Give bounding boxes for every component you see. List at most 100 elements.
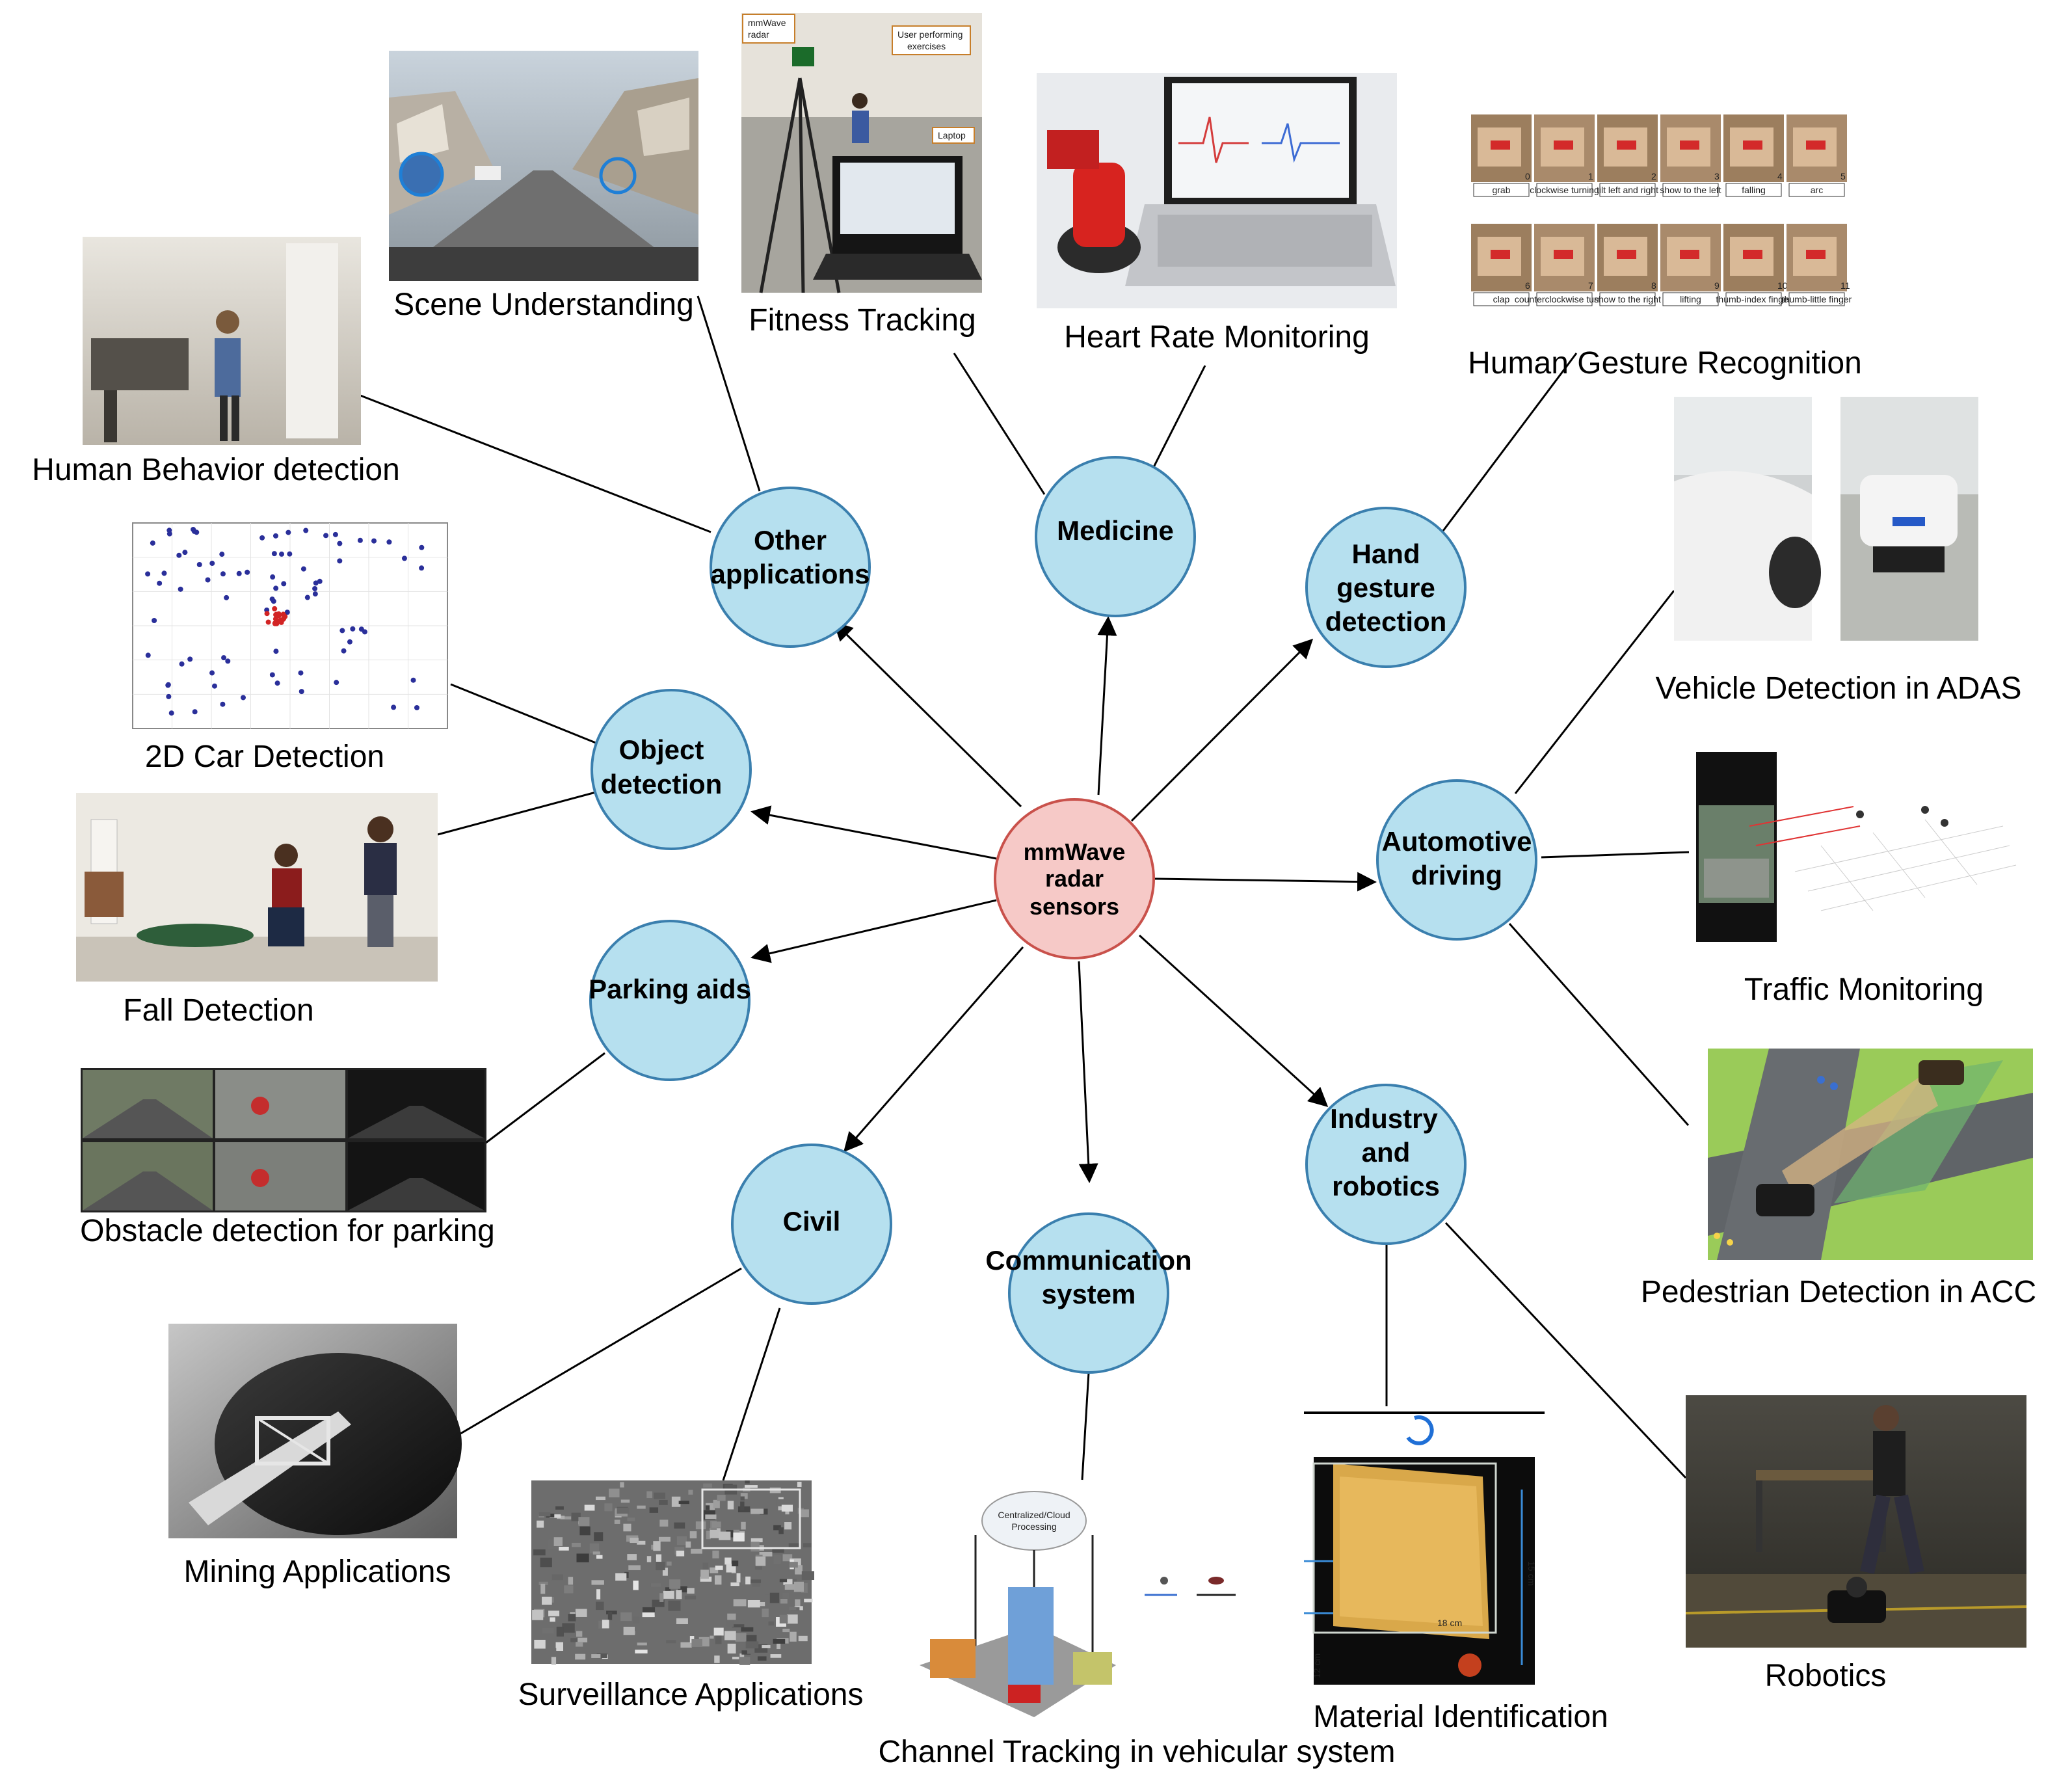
sar-block [700, 1576, 712, 1582]
gesture-label-box [1536, 292, 1593, 306]
plot-point-cluster [280, 617, 286, 622]
material-dim-height: 15 cm [1526, 1561, 1537, 1586]
plot-point [300, 566, 306, 572]
plot-point [179, 661, 185, 667]
sar-structure [701, 1488, 801, 1549]
node-parking-aids[interactable]: Parking aids [589, 920, 751, 1081]
sar-block [700, 1570, 709, 1579]
sar-block [727, 1613, 736, 1620]
sar-block [532, 1610, 544, 1620]
node-hand-gesture-detection[interactable]: Hand gesture detection [1305, 507, 1467, 668]
sar-block [624, 1572, 629, 1579]
sar-block [602, 1620, 609, 1629]
sar-block [783, 1579, 793, 1585]
line-civil-to-mining [457, 1267, 742, 1437]
sar-block [550, 1617, 555, 1622]
sar-block [542, 1596, 552, 1605]
fitness-radar-annotation-2: radar [748, 29, 769, 40]
plot-point [259, 535, 265, 541]
node-other-applications[interactable]: Other applications [710, 487, 871, 648]
sar-block [668, 1600, 681, 1611]
line-automotive-to-traffic [1541, 851, 1690, 859]
sar-block [745, 1576, 751, 1585]
line-object-to-fall [437, 791, 596, 836]
sar-block [653, 1541, 661, 1551]
sar-block [750, 1508, 764, 1514]
sar-block [762, 1644, 771, 1648]
sar-block [732, 1560, 739, 1567]
sar-block [646, 1491, 653, 1499]
sar-block [635, 1650, 648, 1653]
node-medicine[interactable]: Medicine [1035, 456, 1196, 617]
traffic-monitoring-image [1696, 752, 2030, 942]
plot-point [323, 533, 329, 539]
channel-tracking-image: Centralized/Cloud Processing [920, 1491, 1236, 1717]
node-hand-gesture-line-1: Hand [1352, 539, 1420, 569]
pedestrian-detection-caption: Pedestrian Detection in ACC [1641, 1275, 2036, 1309]
plot-point [386, 539, 392, 545]
category-nodes: Other applications Medicine Hand gesture… [589, 456, 1537, 1374]
sar-block [746, 1635, 757, 1644]
plot-point [209, 561, 215, 567]
sar-block [676, 1618, 688, 1624]
sar-block [646, 1556, 652, 1562]
sar-block [680, 1642, 692, 1648]
sar-block [778, 1497, 784, 1501]
sar-block [801, 1571, 815, 1581]
sar-block [665, 1587, 671, 1592]
node-parking-aids-line-1: Parking aids [589, 974, 751, 1004]
plot-point-cluster [273, 612, 279, 618]
plot-point [219, 552, 225, 557]
node-object-detection[interactable]: Object detection [591, 689, 752, 850]
node-industry-and-robotics[interactable]: Industry and robotics [1305, 1084, 1467, 1245]
sar-block [773, 1639, 786, 1644]
sar-block [788, 1543, 800, 1549]
plot-point [341, 648, 347, 654]
node-communication-system[interactable]: Communication system [985, 1212, 1192, 1374]
sar-block [782, 1628, 790, 1633]
gesture-label: falling [1742, 185, 1766, 195]
node-automotive-driving[interactable]: Automotive driving [1376, 779, 1537, 941]
sar-block [592, 1551, 600, 1555]
sar-block [713, 1499, 720, 1508]
node-civil[interactable]: Civil [731, 1144, 892, 1305]
node-mmwave-radar-sensors[interactable]: mmWave radar sensors [994, 798, 1155, 959]
sar-block [784, 1522, 792, 1530]
line-civil-to-surveillance [722, 1307, 781, 1481]
node-object-detection-line-1: Object [619, 734, 704, 765]
sar-block [678, 1586, 687, 1593]
plot-point [317, 578, 323, 584]
car-detection-caption: 2D Car Detection [145, 740, 384, 774]
sar-block [650, 1583, 661, 1587]
sar-block [691, 1639, 702, 1647]
sar-block [781, 1505, 793, 1512]
arrow-to-communication [1078, 961, 1098, 1183]
plot-point [166, 531, 172, 537]
line-medicine-to-fitness [953, 353, 1046, 495]
plot-point [357, 537, 363, 543]
sar-block [596, 1555, 603, 1559]
sar-block [741, 1627, 754, 1632]
sar-block [623, 1523, 631, 1532]
plot-point [145, 652, 151, 658]
sar-block [627, 1554, 637, 1560]
plot-point-cluster [272, 606, 278, 611]
arrow-to-other-applications [832, 621, 1022, 808]
plot-point [304, 595, 310, 600]
gesture-number: 1 [1588, 171, 1593, 181]
gesture-number: 5 [1840, 171, 1846, 181]
gesture-number: 0 [1525, 171, 1530, 181]
node-medicine-line-1: Medicine [1057, 515, 1174, 546]
sar-block [568, 1577, 574, 1585]
plot-point [196, 562, 202, 568]
sar-block [705, 1514, 717, 1519]
sar-block [703, 1483, 712, 1488]
sar-block [550, 1514, 561, 1518]
center-label-line-2: radar [1045, 865, 1104, 892]
sar-block [732, 1656, 739, 1660]
plot-point [337, 541, 343, 546]
sar-block [706, 1505, 710, 1510]
cloud-label-1: Centralized/Cloud [998, 1510, 1070, 1520]
plot-point [236, 570, 242, 576]
sar-block [745, 1485, 758, 1488]
